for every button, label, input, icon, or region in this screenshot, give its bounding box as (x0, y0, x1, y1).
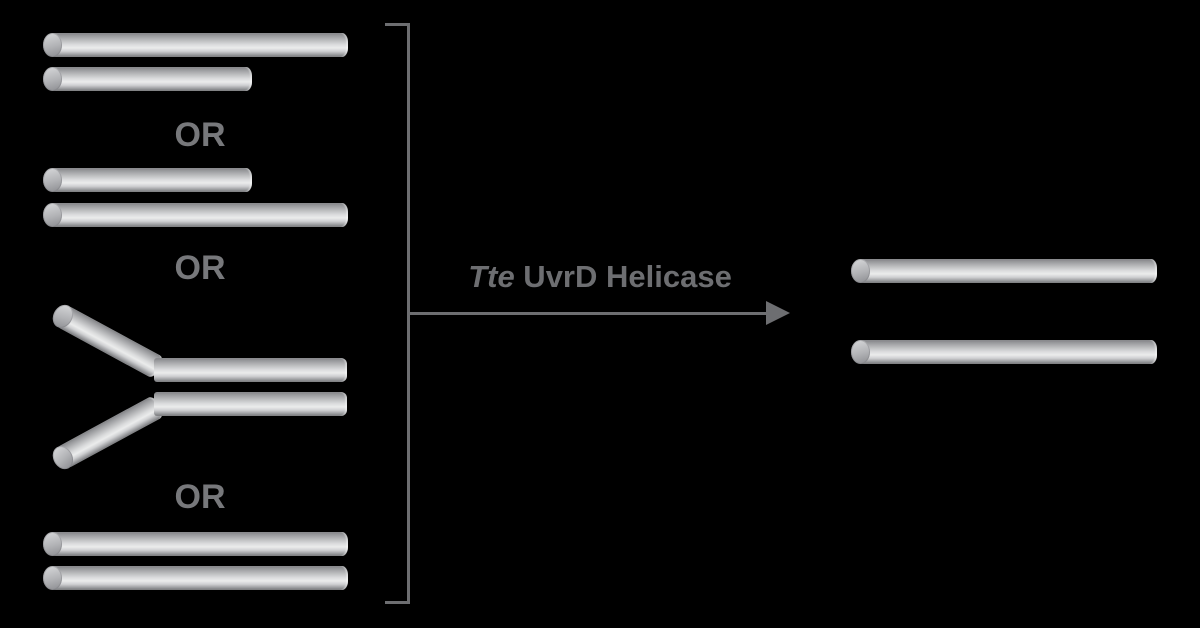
ssdna-strand-rod (851, 340, 1157, 364)
dna-strand-rod (43, 566, 348, 590)
dna-fork-arm-lower (49, 394, 165, 473)
dna-strand-rod (43, 532, 348, 556)
dna-strand-rod (43, 67, 252, 91)
dna-fork-arm-upper (49, 301, 165, 380)
or-label: OR (174, 116, 226, 154)
enzyme-name-rest-part: UvrD Helicase (514, 259, 732, 294)
dna-strand-rod (43, 168, 252, 192)
bracket-top-serif (385, 23, 410, 26)
enzyme-label: Tte UvrD Helicase (410, 261, 790, 292)
enzyme-name-italic-part: Tte (468, 259, 515, 294)
or-label: OR (174, 249, 226, 287)
bracket-bottom-serif (385, 601, 410, 604)
dna-fork-stem-top-strand (154, 358, 347, 382)
dna-strand-rod (43, 33, 348, 57)
dna-fork-stem-bottom-strand (154, 392, 347, 416)
or-label: OR (174, 478, 226, 516)
bracket-vertical-line (407, 23, 410, 604)
reaction-arrowhead-icon (766, 301, 790, 325)
reaction-arrow-shaft (410, 312, 768, 315)
ssdna-strand-rod (851, 259, 1157, 283)
dna-strand-rod (43, 203, 348, 227)
